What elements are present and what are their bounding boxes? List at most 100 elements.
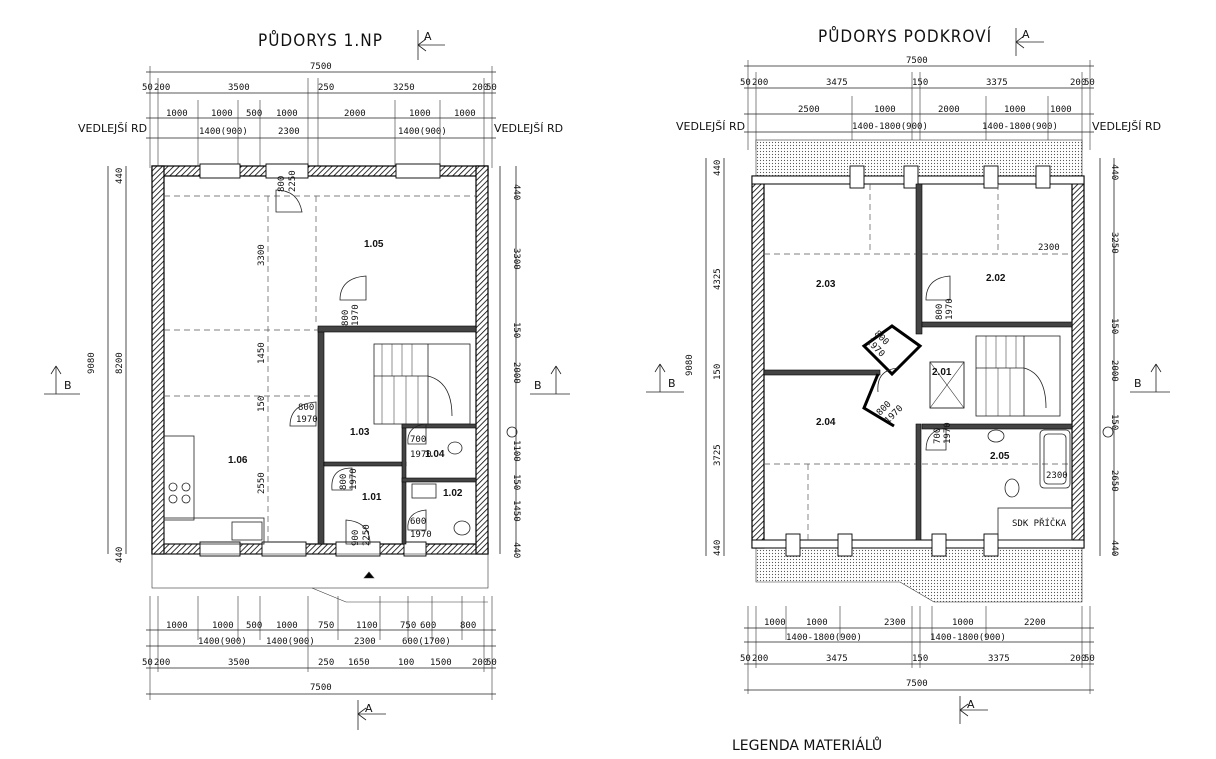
elevation-marker-right: B <box>530 365 570 395</box>
svg-text:2300: 2300 <box>354 637 376 647</box>
room-label: 2.04 <box>816 417 836 428</box>
dimensions-bottom: 1000 1000 500 1000 750 1100 750 600 800 … <box>142 596 497 700</box>
svg-text:A: A <box>1022 28 1030 41</box>
svg-text:1000: 1000 <box>952 618 974 628</box>
svg-text:700: 700 <box>933 428 943 444</box>
svg-text:2300: 2300 <box>1038 243 1060 253</box>
svg-text:500: 500 <box>246 621 262 631</box>
svg-text:150: 150 <box>713 364 723 380</box>
plan-title: PŮDORYS PODKROVÍ <box>818 25 992 47</box>
svg-text:1970: 1970 <box>943 422 953 444</box>
dim-9: 1000 <box>211 109 233 119</box>
svg-text:50: 50 <box>486 658 497 668</box>
svg-text:3500: 3500 <box>228 658 250 668</box>
dim-right: 150 <box>511 474 521 490</box>
svg-text:200: 200 <box>1070 654 1086 664</box>
kitchen-fixtures <box>163 426 518 545</box>
roof-overhang-top <box>755 139 1083 177</box>
svg-text:7500: 7500 <box>310 683 332 693</box>
dim-7: 50 <box>486 83 497 93</box>
dim-15: 1400(900) <box>199 127 248 137</box>
dim-14: 1000 <box>454 109 476 119</box>
room-label: 1.02 <box>443 488 463 499</box>
svg-text:800: 800 <box>935 304 945 320</box>
exterior-walls <box>751 165 1085 557</box>
plan-title: PŮDORYS 1.NP <box>258 29 383 51</box>
dim-right: 2000 <box>511 362 521 384</box>
svg-text:3375: 3375 <box>988 654 1010 664</box>
dim-right: 440 <box>511 542 521 558</box>
svg-text:200: 200 <box>1070 78 1086 88</box>
svg-text:50: 50 <box>1084 78 1095 88</box>
svg-text:A: A <box>967 698 975 711</box>
neighbor-left: VEDLEJŠÍ RD <box>676 120 745 133</box>
dim-right: 3300 <box>511 248 521 270</box>
svg-text:200: 200 <box>752 654 768 664</box>
dimensions-left: 9080 4325 150 3725 440 440 <box>685 158 725 556</box>
neighbor-right: VEDLEJŠÍ RD <box>494 122 563 135</box>
dim-right: 150 <box>511 322 521 338</box>
svg-text:B: B <box>1134 377 1142 390</box>
svg-text:2300: 2300 <box>884 618 906 628</box>
opening-height: 2250 <box>362 524 372 546</box>
svg-text:250: 250 <box>318 658 334 668</box>
dim-6: 200 <box>472 83 488 93</box>
roof-overhang-bottom <box>755 547 1083 603</box>
svg-text:1400-1800(900): 1400-1800(900) <box>852 122 928 132</box>
dim-3: 3500 <box>228 83 250 93</box>
svg-text:3475: 3475 <box>826 78 848 88</box>
svg-text:600: 600 <box>420 621 436 631</box>
dashed-guides <box>164 195 476 544</box>
svg-text:3300: 3300 <box>257 244 267 266</box>
room-label: 2.05 <box>990 451 1010 462</box>
dim-8: 1000 <box>166 109 188 119</box>
svg-text:50: 50 <box>740 654 751 664</box>
doors <box>275 189 427 545</box>
entrance-area <box>151 553 489 603</box>
svg-text:1500: 1500 <box>430 658 452 668</box>
elevation-marker-left: B <box>646 363 684 393</box>
svg-text:2300: 2300 <box>1046 471 1068 481</box>
opening-width: 700 <box>410 435 426 445</box>
svg-text:750: 750 <box>318 621 334 631</box>
dim-left-end: 440 <box>115 547 125 563</box>
room-label: 2.01 <box>932 367 952 378</box>
opening-labels: 800 2250 800 1970 800 1970 700 1970 800 … <box>277 170 432 546</box>
opening-width: 900 <box>351 530 361 546</box>
svg-text:200: 200 <box>752 78 768 88</box>
opening-width: 800 <box>339 474 349 490</box>
svg-text:200: 200 <box>154 658 170 668</box>
svg-text:1400-1800(900): 1400-1800(900) <box>982 122 1058 132</box>
room-label: 1.06 <box>228 455 248 466</box>
svg-text:150: 150 <box>1109 318 1119 334</box>
section-marker-top: A <box>1015 28 1044 56</box>
svg-text:1000: 1000 <box>166 621 188 631</box>
plan-ground-floor: PŮDORYS 1.NP A 7500 50 200 3500 250 3250… <box>44 29 570 730</box>
room-label: 1.03 <box>350 427 370 438</box>
svg-text:2000: 2000 <box>1109 360 1119 382</box>
dim-right: 1100 <box>511 440 521 462</box>
neighbor-right: VEDLEJŠÍ RD <box>1092 120 1161 133</box>
dim-right: 1450 <box>511 500 521 522</box>
dimensions-right: 440 3300 150 2000 1100 150 1450 440 <box>499 166 521 558</box>
neighbor-left: VEDLEJŠÍ RD <box>78 122 147 135</box>
staircase <box>975 335 1061 417</box>
notes: 2300 2300 SDK PŘÍČKA <box>1012 243 1068 529</box>
plan-attic: PŮDORYS PODKROVÍ A 7500 50 200 3475 150 … <box>646 25 1170 724</box>
svg-text:SDK PŘÍČKA: SDK PŘÍČKA <box>1012 517 1067 529</box>
svg-text:1400-1800(900): 1400-1800(900) <box>786 633 862 643</box>
svg-text:1100: 1100 <box>356 621 378 631</box>
dimensions-right: 440 3250 150 2000 150 2650 440 <box>1099 158 1119 556</box>
svg-text:800: 800 <box>460 621 476 631</box>
dim-5: 3250 <box>393 83 415 93</box>
svg-text:1650: 1650 <box>348 658 370 668</box>
svg-text:1400(900): 1400(900) <box>198 637 247 647</box>
opening-height: 2250 <box>288 170 298 192</box>
svg-text:A: A <box>365 702 373 715</box>
room-label: 2.02 <box>986 273 1006 284</box>
dim-11: 1000 <box>276 109 298 119</box>
legend-title: LEGENDA MATERIÁLŮ <box>732 736 882 754</box>
dimensions-left: 9080 8200 440 440 <box>87 166 127 563</box>
svg-text:150: 150 <box>257 396 267 412</box>
